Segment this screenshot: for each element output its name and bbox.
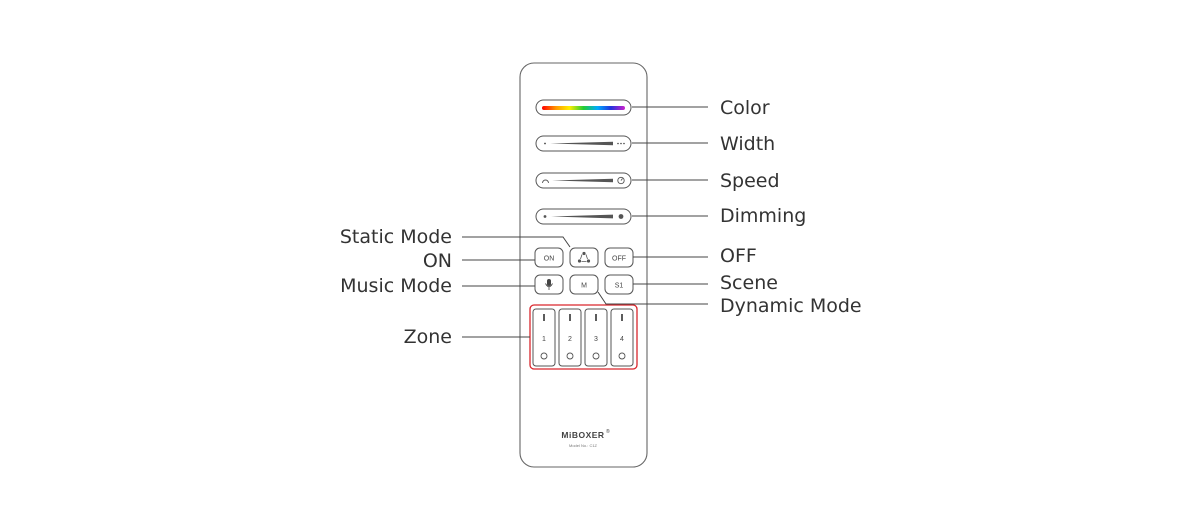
color-slider[interactable] (535, 99, 632, 116)
dimming-slider-icon (543, 214, 624, 219)
scene-button[interactable]: S1 (604, 274, 634, 295)
rainbow-slider-icon (542, 106, 625, 110)
label-width: Width (720, 133, 776, 155)
model-number: Model No.: C1Z (569, 443, 598, 448)
static-mode-button[interactable] (569, 247, 599, 268)
dynamic-mode-button-label: M (581, 283, 587, 290)
dimming-slider[interactable] (535, 208, 632, 225)
zone-number-label: 1 (542, 336, 546, 343)
label-on: ON (422, 250, 452, 272)
label-color: Color (720, 97, 770, 119)
zone-button-3[interactable]: 3 (584, 308, 608, 367)
on-button-label: ON (544, 256, 555, 263)
static-mode-icon (577, 251, 591, 263)
music-mode-button[interactable] (534, 274, 564, 295)
speed-slider[interactable] (535, 172, 632, 189)
leader-lines (462, 106, 708, 338)
width-slider-icon (544, 141, 625, 146)
label-static-mode: Static Mode (339, 226, 452, 248)
registered-mark: ® (606, 428, 610, 435)
zone-button-1[interactable]: 1 (532, 308, 556, 367)
microphone-icon (545, 279, 553, 290)
label-off: OFF (720, 245, 757, 267)
zone-number-label: 4 (620, 336, 624, 343)
width-slider[interactable] (535, 135, 632, 152)
speed-slider-icon (542, 176, 625, 185)
off-button[interactable]: OFF (604, 247, 634, 268)
zone-number-label: 3 (594, 336, 598, 343)
label-dynamic-mode: Dynamic Mode (720, 295, 862, 317)
on-button[interactable]: ON (534, 247, 564, 268)
zone-button-2[interactable]: 2 (558, 308, 582, 367)
off-button-label: OFF (612, 256, 626, 263)
label-speed: Speed (720, 170, 780, 192)
label-dimming: Dimming (720, 205, 807, 227)
zone-number-label: 2 (568, 336, 572, 343)
label-music-mode: Music Mode (340, 275, 452, 297)
zone-button-4[interactable]: 4 (610, 308, 634, 367)
dynamic-mode-button[interactable]: M (569, 274, 599, 295)
brand-logo: MiBOXER (561, 430, 604, 440)
label-zone: Zone (403, 326, 452, 348)
scene-button-label: S1 (615, 283, 624, 290)
label-scene: Scene (720, 272, 778, 294)
